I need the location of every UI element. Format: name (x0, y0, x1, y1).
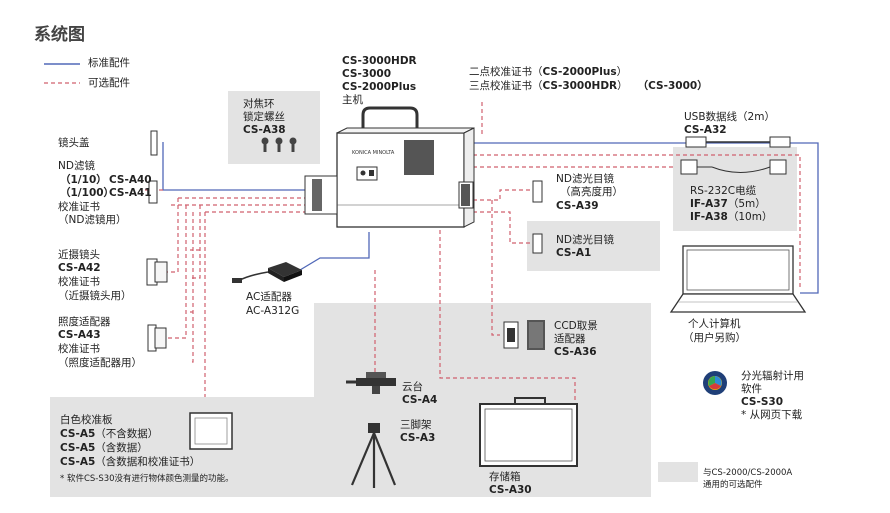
rs232-label: RS-232C电缆 (690, 185, 757, 197)
screw-icons (261, 137, 297, 152)
nd-eyepiece-code: CS-A1 (556, 247, 592, 259)
ccd-code: CS-A36 (554, 346, 597, 358)
brand-label: KONICA MINOLTA (352, 150, 395, 156)
software-code: CS-S30 (741, 396, 783, 408)
white-plate-row-2: CS-A5（含数据） (60, 442, 148, 454)
nd-eyepiece-label: ND滤光目镜 (556, 234, 614, 246)
white-plate-note: * 软件CS-S30没有进行物体颜色测量的功能。 (60, 474, 234, 484)
nd-eyepiece-high-icon (532, 180, 543, 203)
model-3: CS-2000Plus (342, 81, 417, 93)
white-plate-row-1: CS-A5（不含数据） (60, 428, 159, 440)
ac-line (299, 232, 370, 271)
ccd-adapter-icon (503, 320, 545, 350)
optional-lines (145, 102, 801, 440)
software-label-1: 分光辐射计用 (741, 370, 804, 382)
software-label-2: 软件 (741, 383, 762, 395)
case-label: 存储箱 (489, 471, 521, 483)
nd-eyepiece-icon (532, 233, 543, 254)
common-legend-swatch (658, 462, 698, 482)
nd-filter-ratio-1: （1/10） (60, 174, 107, 186)
case-code: CS-A30 (489, 484, 532, 496)
tripod-icon (350, 423, 397, 488)
illuminance-adapter-icon (147, 324, 167, 352)
illum-cert-label: 校准证书 (58, 343, 100, 355)
common-legend-line-1: 与CS-2000/CS-2000A (703, 468, 793, 478)
storage-case-icon (479, 397, 578, 467)
closeup-cert-sub: （近摄镜头用） (58, 290, 132, 302)
lens-cap-label: 镜头盖 (58, 137, 90, 149)
nd-cert-label: 校准证书 (58, 201, 100, 213)
nd-cert-sub: （ND滤镜用） (58, 214, 127, 226)
ac-adapter-icon (232, 262, 302, 283)
head-label: 云台 (402, 381, 423, 393)
main-body-icon (304, 106, 475, 228)
software-icon (703, 371, 727, 395)
usb-label: USB数据线（2m） (684, 111, 775, 123)
rs232-10m: IF-A38（10m） (690, 211, 773, 223)
laptop-icon (669, 245, 807, 313)
model-2: CS-3000 (342, 68, 392, 80)
usb-cable-icon (685, 136, 791, 148)
illum-label: 照度适配器 (58, 316, 111, 328)
focus-ring-box (228, 91, 320, 164)
white-plate-row-3: CS-A5（含数据和校准证书） (60, 456, 201, 468)
tripod-code: CS-A3 (400, 432, 436, 444)
rs232-5m: IF-A37（5m） (690, 198, 766, 210)
page-title: 系统图 (34, 25, 85, 45)
tripod-head-icon (346, 372, 396, 394)
lens-cap-line (162, 142, 305, 191)
tripod-label: 三脚架 (400, 419, 432, 431)
main-body-label: 主机 (342, 94, 363, 106)
closeup-lens-icon (146, 258, 168, 286)
nd-eyepiece-high-sub: （高亮度用） (560, 186, 623, 198)
pc-label: 个人计算机 (688, 318, 741, 330)
closeup-label: 近摄镜头 (58, 249, 100, 261)
head-code: CS-A4 (402, 394, 438, 406)
closeup-cert-label: 校准证书 (58, 276, 100, 288)
nd-filter-code-2: CS-A41 (109, 187, 152, 199)
focus-ring-label: 对焦环 (243, 98, 275, 110)
illum-code: CS-A43 (58, 329, 101, 341)
model-1: CS-3000HDR (342, 55, 417, 67)
rs232-cable-icon (680, 159, 787, 175)
software-note: * 从网页下载 (741, 409, 803, 421)
nd-eyepiece-box (527, 221, 660, 271)
ac-label: AC适配器 (246, 291, 292, 303)
usb-code: CS-A32 (684, 124, 727, 136)
nd-eyepiece-high-code: CS-A39 (556, 200, 599, 212)
pc-sub: （用户另购） (683, 332, 746, 344)
nd-filter-code-1: CS-A40 (109, 174, 152, 186)
ac-code: AC-A312G (246, 305, 300, 317)
white-plate-area (50, 397, 316, 497)
nd-eyepiece-high-label: ND滤光目镜 (556, 173, 614, 185)
nd-filter-label: ND滤镜 (58, 160, 95, 172)
legend-optional-label: 可选配件 (88, 77, 130, 89)
white-plate-icon (189, 412, 233, 450)
lock-screw-label: 锁定螺丝 (243, 111, 285, 123)
common-legend-line-2: 通用的可选配件 (703, 480, 763, 490)
lens-cap-icon (150, 130, 158, 156)
legend-standard-label: 标准配件 (88, 57, 130, 69)
closeup-code: CS-A42 (58, 262, 101, 274)
cert-three-point: 三点校准证书（CS-3000HDR） （CS-3000） (469, 80, 708, 92)
white-plate-label: 白色校准板 (60, 414, 113, 426)
cert-two-point: 二点校准证书（CS-2000Plus） (469, 66, 628, 78)
ccd-label-1: CCD取景 (554, 320, 598, 332)
illum-cert-sub: （照度适配器用） (58, 357, 142, 369)
focus-ring-code: CS-A38 (243, 124, 286, 136)
nd-filter-icon (148, 180, 158, 204)
usb-line (466, 142, 819, 294)
nd-filter-ratio-2: （1/100） (60, 187, 115, 199)
ccd-label-2: 适配器 (554, 333, 586, 345)
